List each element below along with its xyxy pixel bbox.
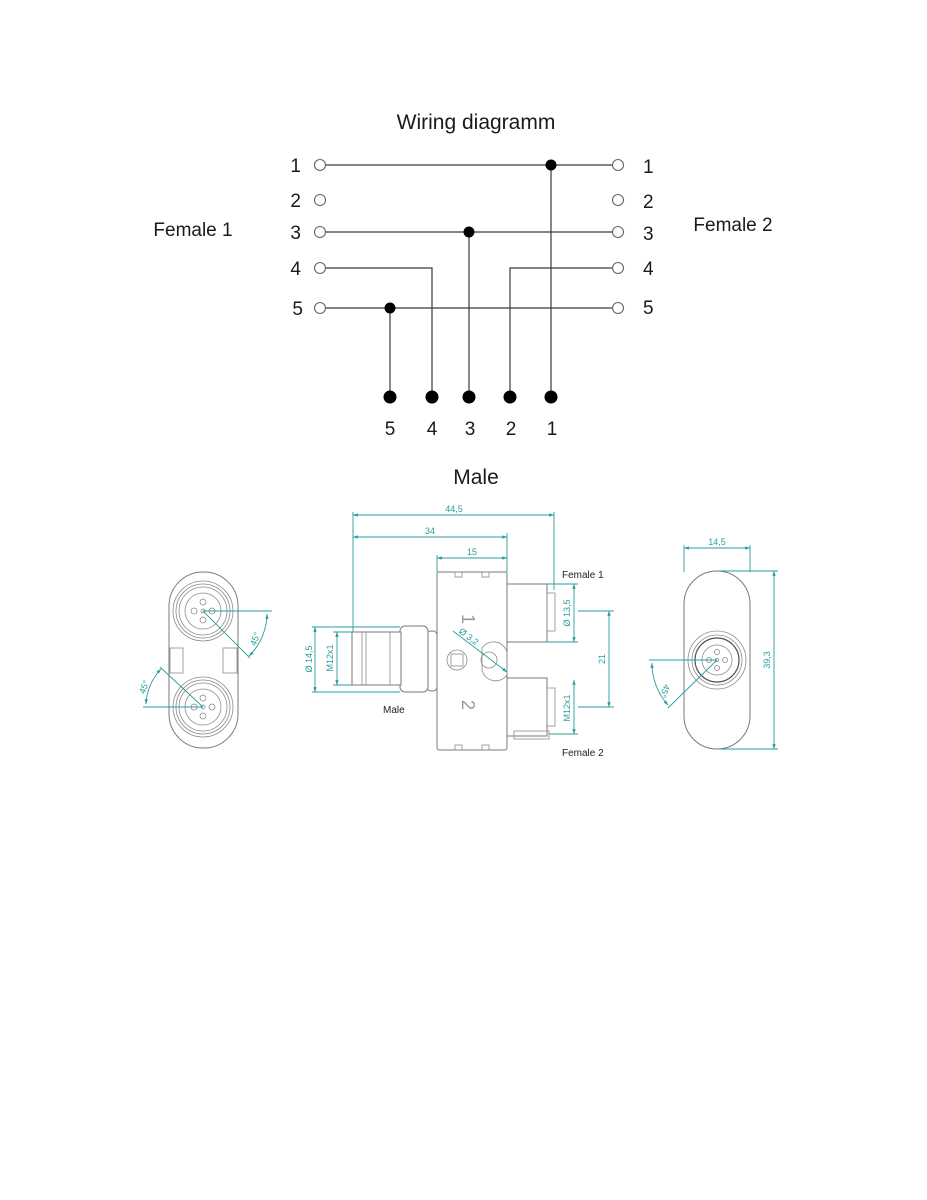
side-view: 1 2 44,5 34 15 Ø 13,5 bbox=[304, 504, 614, 759]
female1-pin-2 bbox=[313, 193, 327, 207]
wire-f1-4-to-male-4 bbox=[320, 267, 433, 397]
female2-pin-label: 2 bbox=[643, 192, 654, 213]
female1-pin-5 bbox=[313, 301, 327, 315]
female2-pin-2 bbox=[611, 193, 625, 207]
front-view-port-bottom bbox=[172, 676, 234, 738]
side-view-body bbox=[436, 571, 508, 751]
dim-male-dia: Ø 14,5 bbox=[304, 645, 314, 672]
dim-pitch: 21 bbox=[597, 654, 607, 664]
female2-pin-5 bbox=[611, 301, 625, 315]
junction-dot bbox=[545, 159, 557, 171]
male-pin-label: 2 bbox=[506, 419, 517, 440]
front-view-housing bbox=[168, 571, 239, 749]
front-angle-bottom: 45° bbox=[137, 678, 151, 695]
female1-pin-label: 3 bbox=[290, 223, 301, 244]
female2-pin-4 bbox=[611, 261, 625, 275]
junction-dot bbox=[384, 302, 396, 314]
port2-mark: 2 bbox=[458, 700, 478, 710]
wiring-diagram: Wiring diagramm Female 1 Female 2 Male 1… bbox=[153, 111, 772, 489]
female2-pin-label: 5 bbox=[643, 298, 654, 319]
dim-body-width: 15 bbox=[467, 547, 477, 557]
female2-pin-label: 1 bbox=[643, 157, 654, 178]
female2-label: Female 2 bbox=[693, 215, 772, 236]
end-view: 14,5 39,3 45° bbox=[649, 537, 778, 750]
dim-male-thread: M12x1 bbox=[325, 644, 335, 671]
male-pin-label: 1 bbox=[547, 419, 558, 440]
dim-hole-dia: Ø 3,2 bbox=[457, 626, 481, 647]
male-pins: 5 4 3 2 1 bbox=[383, 390, 558, 440]
female2-pins: 1 2 3 4 5 bbox=[611, 157, 654, 319]
male-label: Male bbox=[453, 466, 499, 489]
female1-pin-4 bbox=[313, 261, 327, 275]
wire-f2-4-to-male-2 bbox=[509, 267, 618, 397]
dim-body-to-male: 34 bbox=[425, 526, 435, 536]
female1-pin-label: 4 bbox=[290, 259, 301, 280]
dim-female-thread: M12x1 bbox=[562, 694, 572, 721]
male-pin-label: 4 bbox=[427, 419, 438, 440]
female2-pin-label: 4 bbox=[643, 259, 654, 280]
end-view-port bbox=[687, 630, 747, 690]
junction-dot bbox=[463, 226, 475, 238]
male-pin-4 bbox=[425, 390, 439, 404]
male-pin-label: 5 bbox=[385, 419, 396, 440]
front-view: 45° 45° bbox=[137, 571, 272, 749]
female1-pin-label: 2 bbox=[290, 191, 301, 212]
female1-pin-1 bbox=[313, 158, 327, 172]
female1-pin-label: 5 bbox=[292, 299, 303, 320]
male-pin-label: 3 bbox=[465, 419, 476, 440]
male-pin-5 bbox=[383, 390, 397, 404]
dim-female-dia: Ø 13,5 bbox=[562, 599, 572, 626]
male-thread bbox=[351, 631, 402, 686]
female1-port bbox=[506, 583, 548, 643]
male-pin-3 bbox=[462, 390, 476, 404]
end-view-housing bbox=[683, 570, 751, 750]
male-nut bbox=[399, 625, 429, 693]
female1-label: Female 1 bbox=[153, 220, 232, 241]
wires bbox=[320, 164, 618, 397]
end-angle: 45° bbox=[658, 683, 672, 700]
female1-pin-3 bbox=[313, 225, 327, 239]
male-pin-2 bbox=[503, 390, 517, 404]
female2-pin-label: 3 bbox=[643, 224, 654, 245]
female2-pin-3 bbox=[611, 225, 625, 239]
callout-male: Male bbox=[383, 705, 405, 716]
dim-overall-length: 44,5 bbox=[445, 504, 463, 514]
wiring-title: Wiring diagramm bbox=[397, 111, 556, 134]
end-dim-width: 14,5 bbox=[708, 537, 726, 547]
mounting-hole bbox=[480, 651, 498, 669]
callout-female1: Female 1 bbox=[562, 570, 604, 581]
front-view-port-top bbox=[172, 580, 234, 642]
front-angle-top: 45° bbox=[248, 630, 262, 647]
male-pin-1 bbox=[544, 390, 558, 404]
female1-pins: 1 2 3 4 5 bbox=[290, 156, 327, 320]
female2-pin-1 bbox=[611, 158, 625, 172]
female1-pin-label: 1 bbox=[290, 156, 301, 177]
callout-female2: Female 2 bbox=[562, 748, 604, 759]
end-dim-height: 39,3 bbox=[762, 651, 772, 669]
female2-port bbox=[506, 677, 548, 737]
port1-mark: 1 bbox=[458, 614, 478, 624]
